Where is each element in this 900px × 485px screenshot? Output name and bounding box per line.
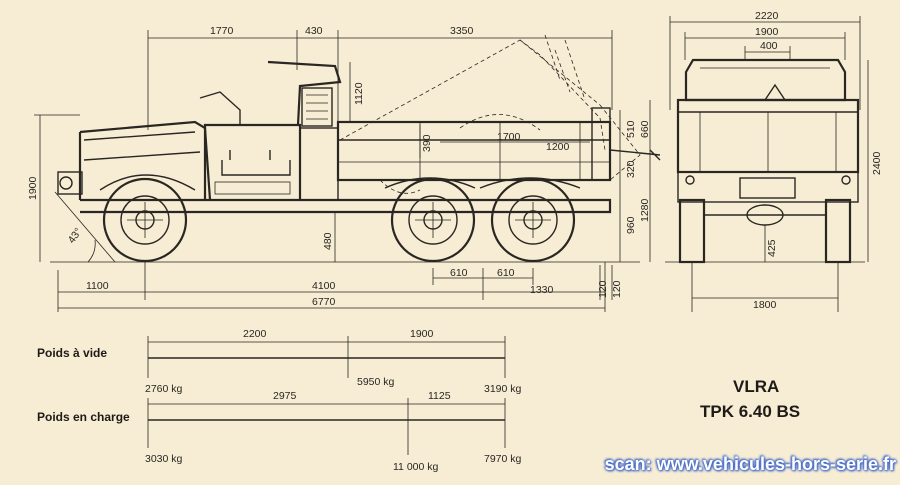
front-wheel: [102, 177, 188, 263]
dim-1100: 1100: [86, 280, 109, 292]
dim-960: 960: [625, 216, 637, 234]
dim-510: 510: [625, 120, 637, 138]
rear-wheel-1: [390, 177, 476, 263]
dim-320: 320: [625, 160, 637, 178]
dim-1280: 1280: [639, 198, 651, 222]
dim-1900-height: 1900: [27, 176, 39, 200]
dim-1700: 1700: [497, 131, 521, 143]
dim-1330: 1330: [530, 284, 554, 296]
side-dimensions: 1770 430 3350 1120 390 1700 1200 510 660…: [27, 25, 651, 312]
dim-390: 390: [421, 134, 433, 152]
dim-120-a: 120: [597, 280, 609, 298]
dim-6770: 6770: [312, 296, 336, 308]
dim-610-a: 610: [450, 267, 468, 279]
weight-empty: Poids à vide 2200 1900 2760 kg 5950 kg 3…: [37, 328, 522, 395]
rear-dim-1900: 1900: [755, 26, 779, 38]
dim-1770: 1770: [210, 25, 234, 37]
weight-empty-front: 2760 kg: [145, 383, 183, 395]
dim-4100: 4100: [312, 280, 336, 292]
weight-loaded-rear: 7970 kg: [484, 453, 522, 465]
dim-660: 660: [639, 120, 651, 138]
weight-empty-rear: 3190 kg: [484, 383, 522, 395]
weight-loaded-total: 11 000 kg: [393, 461, 439, 473]
dim-610-b: 610: [497, 267, 515, 279]
rear-dim-2220: 2220: [755, 10, 779, 22]
weight-loaded-front: 3030 kg: [145, 453, 183, 465]
dim-430: 430: [305, 25, 323, 37]
rear-dim-425: 425: [766, 239, 778, 257]
dim-3350: 3350: [450, 25, 474, 37]
dim-120-b: 120: [611, 280, 623, 298]
title-line-2: TPK 6.40 BS: [700, 402, 800, 421]
dim-480: 480: [322, 232, 334, 250]
dim-1120: 1120: [353, 82, 365, 105]
weight-empty-total: 5950 kg: [357, 376, 395, 388]
weight-loaded-label: Poids en charge: [37, 410, 130, 424]
truck-side-view: [50, 34, 661, 263]
weight-empty-span-2: 1900: [410, 328, 434, 340]
approach-angle: 43°: [54, 191, 116, 263]
rear-dim-1800: 1800: [753, 299, 777, 311]
weight-loaded: Poids en charge 2975 1125 3030 kg 11 000…: [37, 390, 522, 473]
weight-empty-span-1: 2200: [243, 328, 267, 340]
weight-loaded-span-1: 2975: [273, 390, 297, 402]
rear-dim-2400: 2400: [871, 151, 883, 175]
approach-angle-value: 43°: [66, 226, 85, 246]
truck-rear-view: 2220 1900 400 2400: [665, 10, 883, 312]
title-line-1: VLRA: [733, 377, 779, 396]
watermark: scan: www.vehicules-hors-serie.fr: [604, 454, 896, 474]
weight-empty-label: Poids à vide: [37, 346, 107, 360]
vehicle-title: VLRA TPK 6.40 BS: [700, 377, 800, 421]
rear-dim-400: 400: [760, 40, 778, 52]
rear-wheel-2: [490, 177, 576, 263]
weight-loaded-span-2: 1125: [428, 390, 451, 402]
dim-1200: 1200: [546, 141, 570, 153]
